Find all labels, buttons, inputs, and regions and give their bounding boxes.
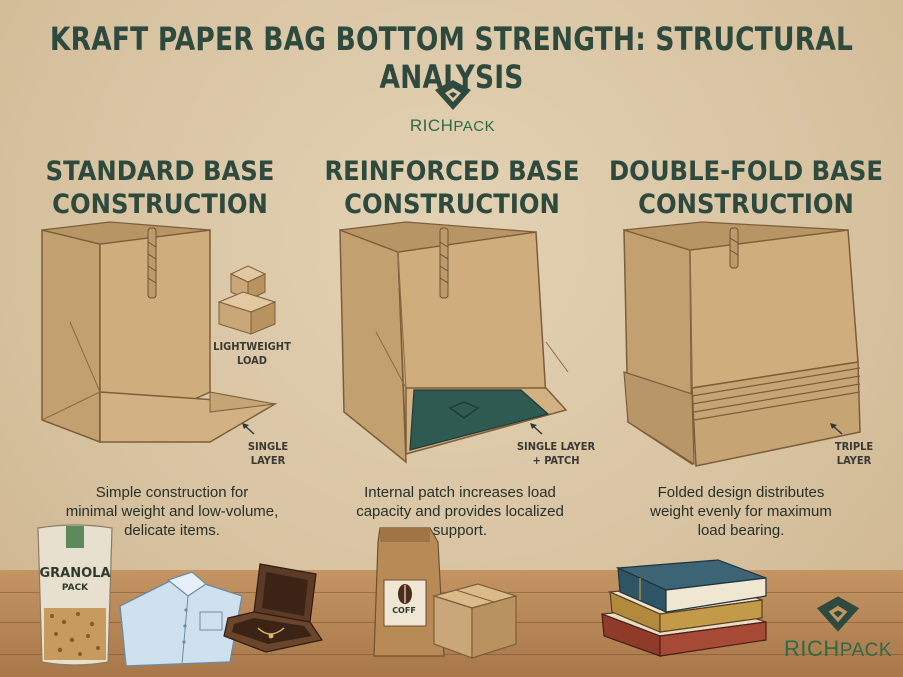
desc-line: minimal weight and low-volume, bbox=[65, 503, 279, 520]
granola-pack-label: GRANOLA PACK bbox=[34, 566, 116, 596]
title-line: DOUBLE-FOLD BASE bbox=[609, 156, 883, 187]
reinforced-base-description: Internal patch increases load capacity a… bbox=[330, 483, 590, 540]
granola-pack-illustration bbox=[37, 524, 113, 666]
reinforced-base-title: REINFORCED BASE CONSTRUCTION bbox=[312, 155, 592, 221]
desc-line: delicate items. bbox=[124, 522, 220, 539]
callout-line: SINGLE bbox=[247, 440, 289, 453]
stacked-books-illustration bbox=[601, 559, 767, 657]
desc-line: load bearing. bbox=[697, 522, 785, 539]
double-fold-bag-illustration bbox=[623, 221, 861, 467]
title-line: REINFORCED BASE bbox=[324, 156, 580, 187]
richpack-logo-icon bbox=[434, 80, 471, 110]
brand-name-pack: PACK bbox=[839, 640, 893, 661]
desc-line: Simple construction for bbox=[95, 484, 249, 501]
stacked-boxes-icon bbox=[217, 265, 277, 335]
callout-line: LIGHTWEIGHT bbox=[213, 340, 291, 353]
desc-line: Internal patch increases load bbox=[364, 484, 556, 501]
arrow-icon bbox=[242, 423, 255, 435]
lightweight-load-label: LIGHTWEIGHT LOAD bbox=[202, 340, 302, 368]
brand-logo-top: RICHPACK bbox=[405, 78, 500, 136]
brand-name-pack: PACK bbox=[453, 118, 496, 135]
richpack-logo-icon bbox=[816, 596, 860, 632]
title-line: CONSTRUCTION bbox=[344, 189, 560, 220]
desc-line: weight evenly for maximum bbox=[650, 503, 832, 520]
brand-name-rich: RICH bbox=[409, 116, 454, 135]
title-line: CONSTRUCTION bbox=[52, 189, 268, 220]
desc-line: Folded design distributes bbox=[657, 484, 825, 501]
coffee-bag-label: COFF bbox=[392, 606, 416, 615]
double-fold-base-description: Folded design distributes weight evenly … bbox=[611, 483, 871, 540]
arrow-icon bbox=[530, 423, 543, 435]
coffee-bag-illustration bbox=[373, 527, 445, 657]
jewelry-box-illustration bbox=[223, 563, 323, 653]
desc-line: capacity and provides localized bbox=[356, 503, 564, 520]
folded-shirt-illustration bbox=[119, 571, 243, 667]
brand-name-rich: RICH bbox=[783, 636, 840, 661]
standard-base-description: Simple construction for minimal weight a… bbox=[42, 483, 302, 540]
title-line: STANDARD BASE bbox=[45, 156, 275, 187]
callout-line: SINGLE LAYER bbox=[516, 440, 596, 453]
reinforced-bag-illustration bbox=[339, 221, 569, 464]
standard-base-title: STANDARD BASE CONSTRUCTION bbox=[20, 155, 300, 221]
page-title: KRAFT PAPER BAG BOTTOM STRENGTH: STRUCTU… bbox=[49, 20, 854, 96]
callout-line: LAYER bbox=[250, 454, 286, 467]
brand-logo-bottom: RICHPACK bbox=[782, 594, 894, 662]
callout-line: LOAD bbox=[237, 354, 267, 367]
cardboard-box-illustration bbox=[431, 583, 519, 659]
single-layer-label: SINGLE LAYER bbox=[238, 440, 298, 468]
desc-line: support. bbox=[432, 522, 488, 539]
callout-line: TRIPLE bbox=[834, 440, 874, 453]
pack-label-line: PACK bbox=[61, 583, 89, 593]
callout-line: LAYER bbox=[836, 454, 872, 467]
callout-line: + PATCH bbox=[532, 454, 580, 467]
title-line: CONSTRUCTION bbox=[638, 189, 854, 220]
pack-label-line: GRANOLA bbox=[39, 566, 111, 581]
arrow-icon bbox=[830, 423, 843, 435]
standard-bag-illustration bbox=[41, 221, 278, 444]
double-fold-base-title: DOUBLE-FOLD BASE CONSTRUCTION bbox=[606, 155, 886, 221]
triple-layer-label: TRIPLE LAYER bbox=[826, 440, 882, 468]
single-layer-patch-label: SINGLE LAYER + PATCH bbox=[508, 440, 604, 468]
